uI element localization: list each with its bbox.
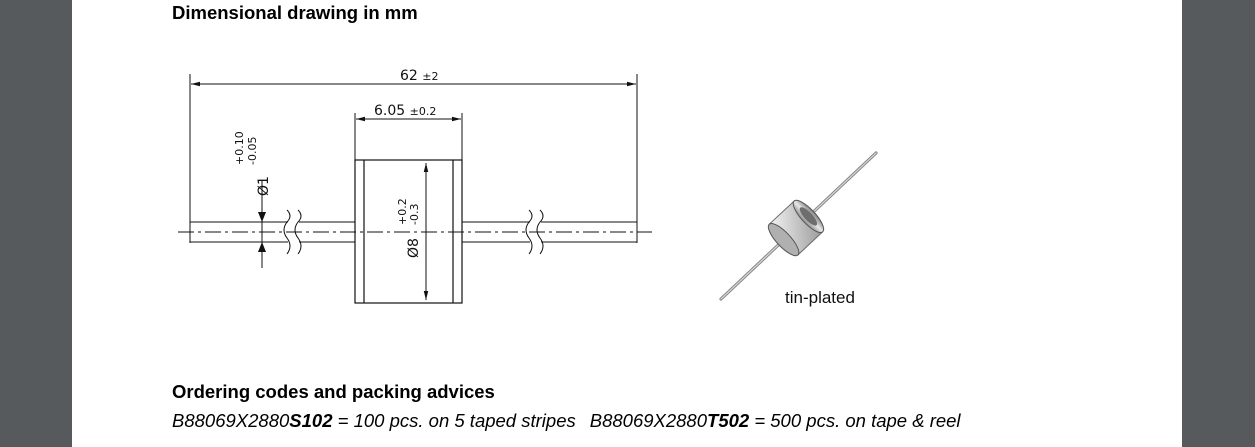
lead-diameter-arrow-top [258, 212, 266, 222]
body-diameter-label: Ø8 [406, 238, 422, 258]
section-heading-dimensional-drawing: Dimensional drawing in mm [172, 2, 418, 23]
tin-plated-label: tin-plated [785, 288, 855, 307]
body-length-label: 6.05 ±0.2 [374, 103, 436, 119]
left-lead [190, 209, 355, 255]
section-heading-ordering-codes: Ordering codes and packing advices [172, 381, 495, 402]
ordering-code-2: B88069X2880T502 = 500 pcs. on tape & ree… [589, 410, 961, 431]
ordering-code-1: B88069X2880S102 = 100 pcs. on 5 taped st… [172, 410, 576, 431]
lead-diameter-tol-upper: +0.10 [233, 131, 246, 165]
dimensional-drawing: 62 ±2 6.05 ±0.2 [178, 68, 878, 307]
body-diameter-tol-lower: -0.3 [408, 204, 421, 225]
ordering-codes-line: B88069X2880S102 = 100 pcs. on 5 taped st… [172, 410, 961, 432]
body-diameter-tol-upper: +0.2 [396, 198, 409, 225]
component-photo: tin-plated [719, 151, 878, 307]
overall-length-label: 62 ±2 [400, 68, 439, 84]
lead-diameter-label: Ø1 [256, 176, 272, 196]
extension-lines [189, 74, 638, 243]
lead-diameter-tol-lower: -0.05 [246, 137, 259, 165]
lead-diameter-arrow-bottom [258, 242, 266, 252]
document-page: Dimensional drawing in mm 62 ±2 [72, 0, 1182, 447]
